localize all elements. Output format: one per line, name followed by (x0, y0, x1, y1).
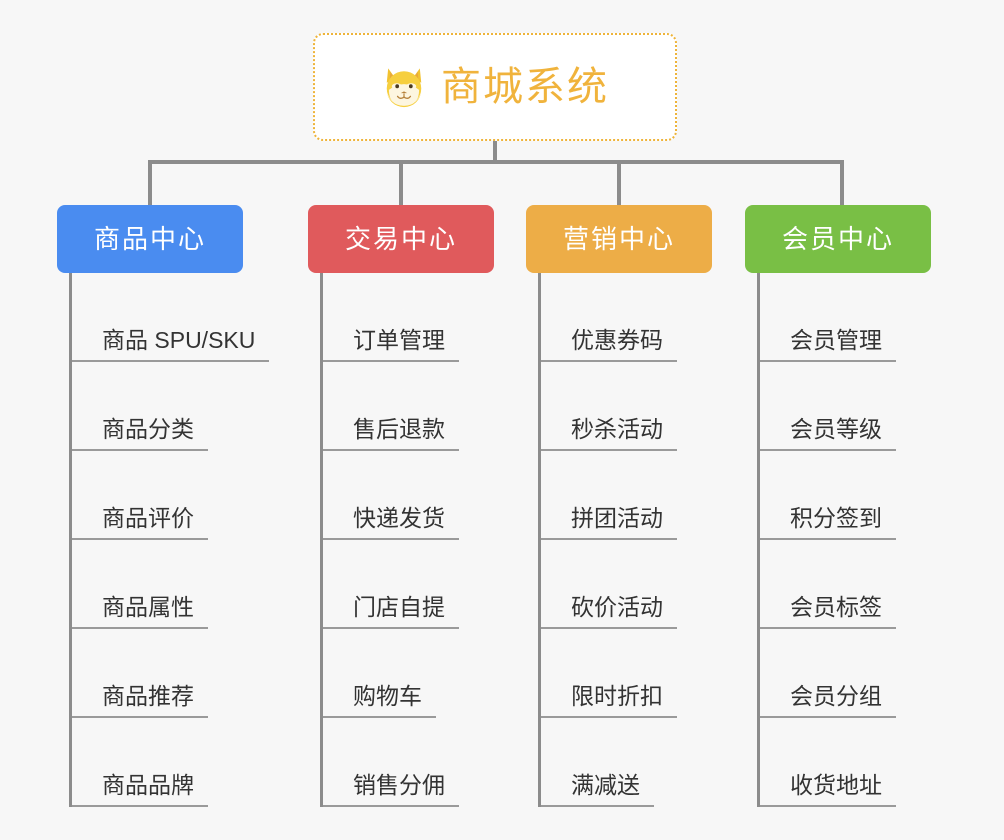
item-label: 快递发货 (323, 507, 459, 540)
item-label: 订单管理 (323, 329, 459, 362)
root-node-title: 商城系统 (441, 65, 609, 109)
list-item[interactable]: 门店自提 (323, 540, 494, 629)
list-item[interactable]: 商品 SPU/SKU (72, 273, 270, 362)
branch-column-member-center: 会员中心 会员管理 会员等级 积分签到 会员标签 会员分组 收货地址 (745, 205, 931, 807)
list-item[interactable]: 拼团活动 (541, 451, 712, 540)
list-item[interactable]: 限时折扣 (541, 629, 712, 718)
category-box-trade-center[interactable]: 交易中心 (308, 205, 494, 273)
shiba-dog-icon (386, 68, 422, 108)
list-item[interactable]: 商品品牌 (72, 718, 269, 807)
category-box-marketing-center[interactable]: 营销中心 (526, 205, 712, 273)
item-label: 商品品牌 (72, 774, 208, 807)
item-label: 优惠券码 (541, 329, 677, 362)
connector-branch-drop-2 (617, 160, 621, 207)
item-list-member-center: 会员管理 会员等级 积分签到 会员标签 会员分组 收货地址 (757, 273, 931, 807)
list-item[interactable]: 销售分佣 (323, 718, 494, 807)
item-label: 拼团活动 (541, 507, 677, 540)
root-node-card[interactable]: 商城系统 (313, 33, 677, 141)
item-label: 砍价活动 (541, 596, 677, 629)
list-item[interactable]: 售后退款 (323, 362, 494, 451)
list-item[interactable]: 商品属性 (72, 540, 269, 629)
list-item[interactable]: 会员标签 (760, 540, 931, 629)
item-list-product-center: 商品 SPU/SKU 商品分类 商品评价 商品属性 商品推荐 商品品牌 (69, 273, 270, 807)
list-item[interactable]: 会员管理 (760, 273, 931, 362)
category-box-member-center[interactable]: 会员中心 (745, 205, 931, 273)
list-item[interactable]: 会员分组 (760, 629, 931, 718)
item-label: 限时折扣 (541, 685, 677, 718)
connector-trunk-bar (148, 160, 844, 164)
list-item[interactable]: 快递发货 (323, 451, 494, 540)
item-label: 会员管理 (760, 329, 896, 362)
item-label: 售后退款 (323, 418, 459, 451)
item-label: 商品分类 (72, 418, 208, 451)
list-item[interactable]: 订单管理 (323, 273, 494, 362)
item-label: 满减送 (541, 774, 654, 807)
list-item[interactable]: 商品推荐 (72, 629, 269, 718)
item-label: 商品评价 (72, 507, 208, 540)
list-item[interactable]: 满减送 (541, 718, 712, 807)
list-item[interactable]: 购物车 (323, 629, 494, 718)
item-label: 会员等级 (760, 418, 896, 451)
item-label: 商品属性 (72, 596, 208, 629)
item-label: 积分签到 (760, 507, 896, 540)
branch-column-marketing-center: 营销中心 优惠券码 秒杀活动 拼团活动 砍价活动 限时折扣 满减送 (526, 205, 712, 807)
list-item[interactable]: 秒杀活动 (541, 362, 712, 451)
category-label: 会员中心 (781, 224, 894, 254)
connector-branch-drop-3 (840, 160, 844, 207)
list-item[interactable]: 优惠券码 (541, 273, 712, 362)
item-label: 购物车 (323, 685, 436, 718)
item-label: 商品 SPU/SKU (72, 329, 270, 362)
category-label: 营销中心 (562, 224, 675, 254)
branch-column-trade-center: 交易中心 订单管理 售后退款 快递发货 门店自提 购物车 销售分佣 (308, 205, 494, 807)
list-item[interactable]: 会员等级 (760, 362, 931, 451)
list-item[interactable]: 收货地址 (760, 718, 931, 807)
category-box-product-center[interactable]: 商品中心 (57, 205, 243, 273)
item-list-trade-center: 订单管理 售后退款 快递发货 门店自提 购物车 销售分佣 (320, 273, 494, 807)
item-label: 商品推荐 (72, 685, 208, 718)
item-label: 收货地址 (760, 774, 896, 807)
item-label: 门店自提 (323, 596, 459, 629)
connector-branch-drop-1 (399, 160, 403, 207)
list-item[interactable]: 商品分类 (72, 362, 269, 451)
category-label: 交易中心 (344, 224, 457, 254)
connector-branch-drop-0 (148, 160, 152, 207)
branch-column-product-center: 商品中心 商品 SPU/SKU 商品分类 商品评价 商品属性 商品推荐 商品品牌 (57, 205, 270, 807)
connector-root-stem (493, 141, 497, 163)
list-item[interactable]: 商品评价 (72, 451, 269, 540)
list-item[interactable]: 积分签到 (760, 451, 931, 540)
list-item[interactable]: 砍价活动 (541, 540, 712, 629)
item-label: 会员标签 (760, 596, 896, 629)
item-label: 会员分组 (760, 685, 896, 718)
item-label: 秒杀活动 (541, 418, 677, 451)
category-label: 商品中心 (93, 224, 206, 254)
item-label: 销售分佣 (323, 774, 459, 807)
item-list-marketing-center: 优惠券码 秒杀活动 拼团活动 砍价活动 限时折扣 满减送 (538, 273, 712, 807)
